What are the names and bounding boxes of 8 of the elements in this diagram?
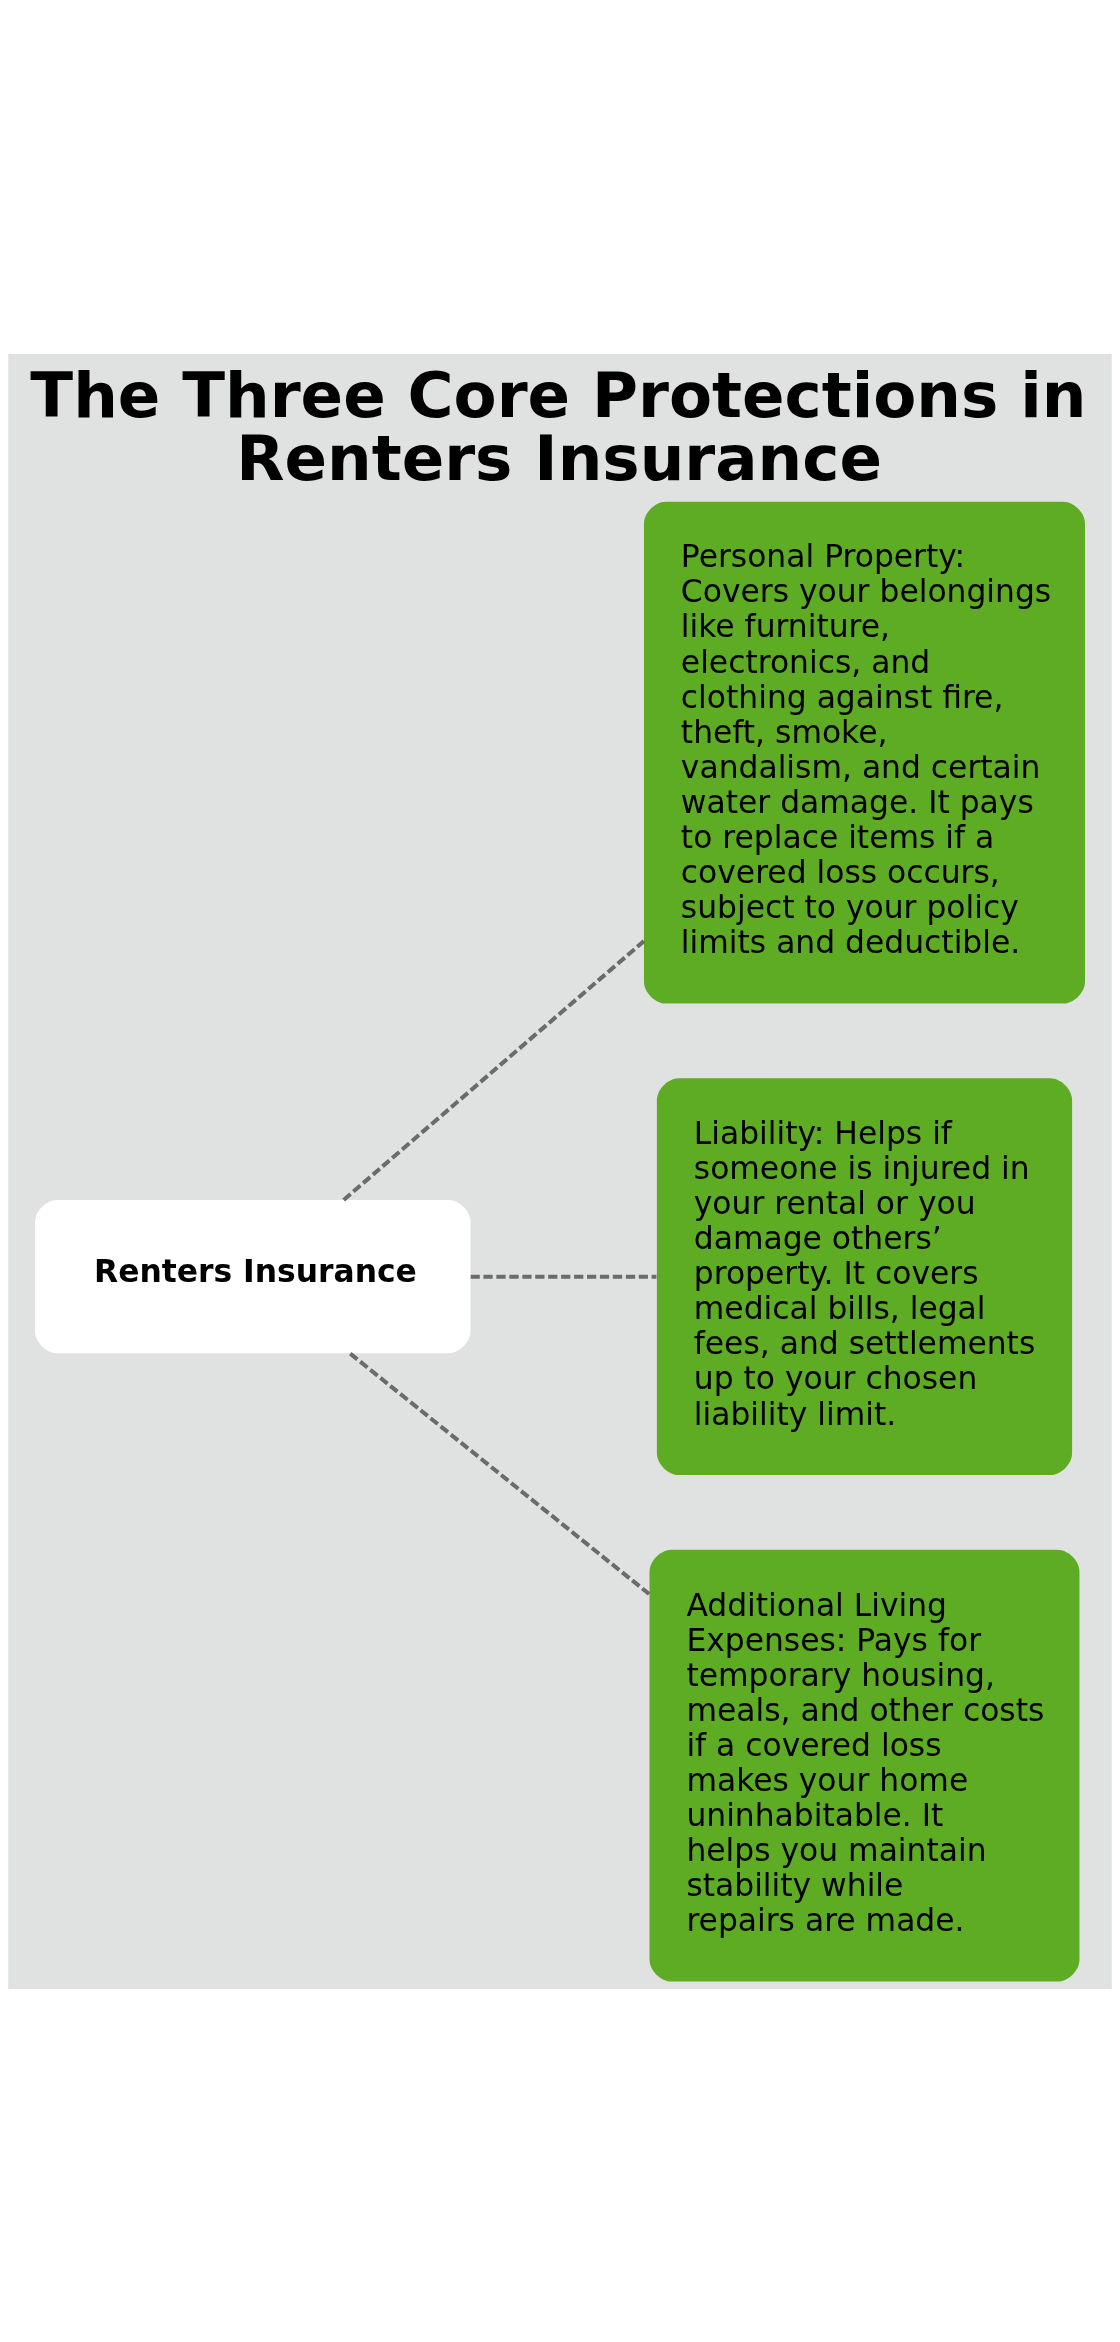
diagram-title: The Three Core Protections in Renters Insurance [30,358,1087,495]
connector [342,939,646,1201]
connector [470,1274,657,1279]
node-box: Personal Property: Covers your belongings like furniture, electronics, and clothing against fire, theft, smoke, vandalism, and certain water damage. It pays to replace items if a covered loss occurs, subject to your policy limits and deductible. [643,501,1085,1004]
node-box: Liability: Helps if someone is injured in your rental or you damage others’ property. It covers medical bills, legal fees, and settlements up to your chosen liability limit. [656,1077,1073,1475]
node-box: Renters Insurance [35,1199,471,1353]
connector [349,1351,651,1596]
node-box: Additional Living Expenses: Pays for temporary housing, meals, and other costs if a covered loss makes your home uninhabitable. It helps you maintain stability while repairs are made. [649,1549,1080,1982]
